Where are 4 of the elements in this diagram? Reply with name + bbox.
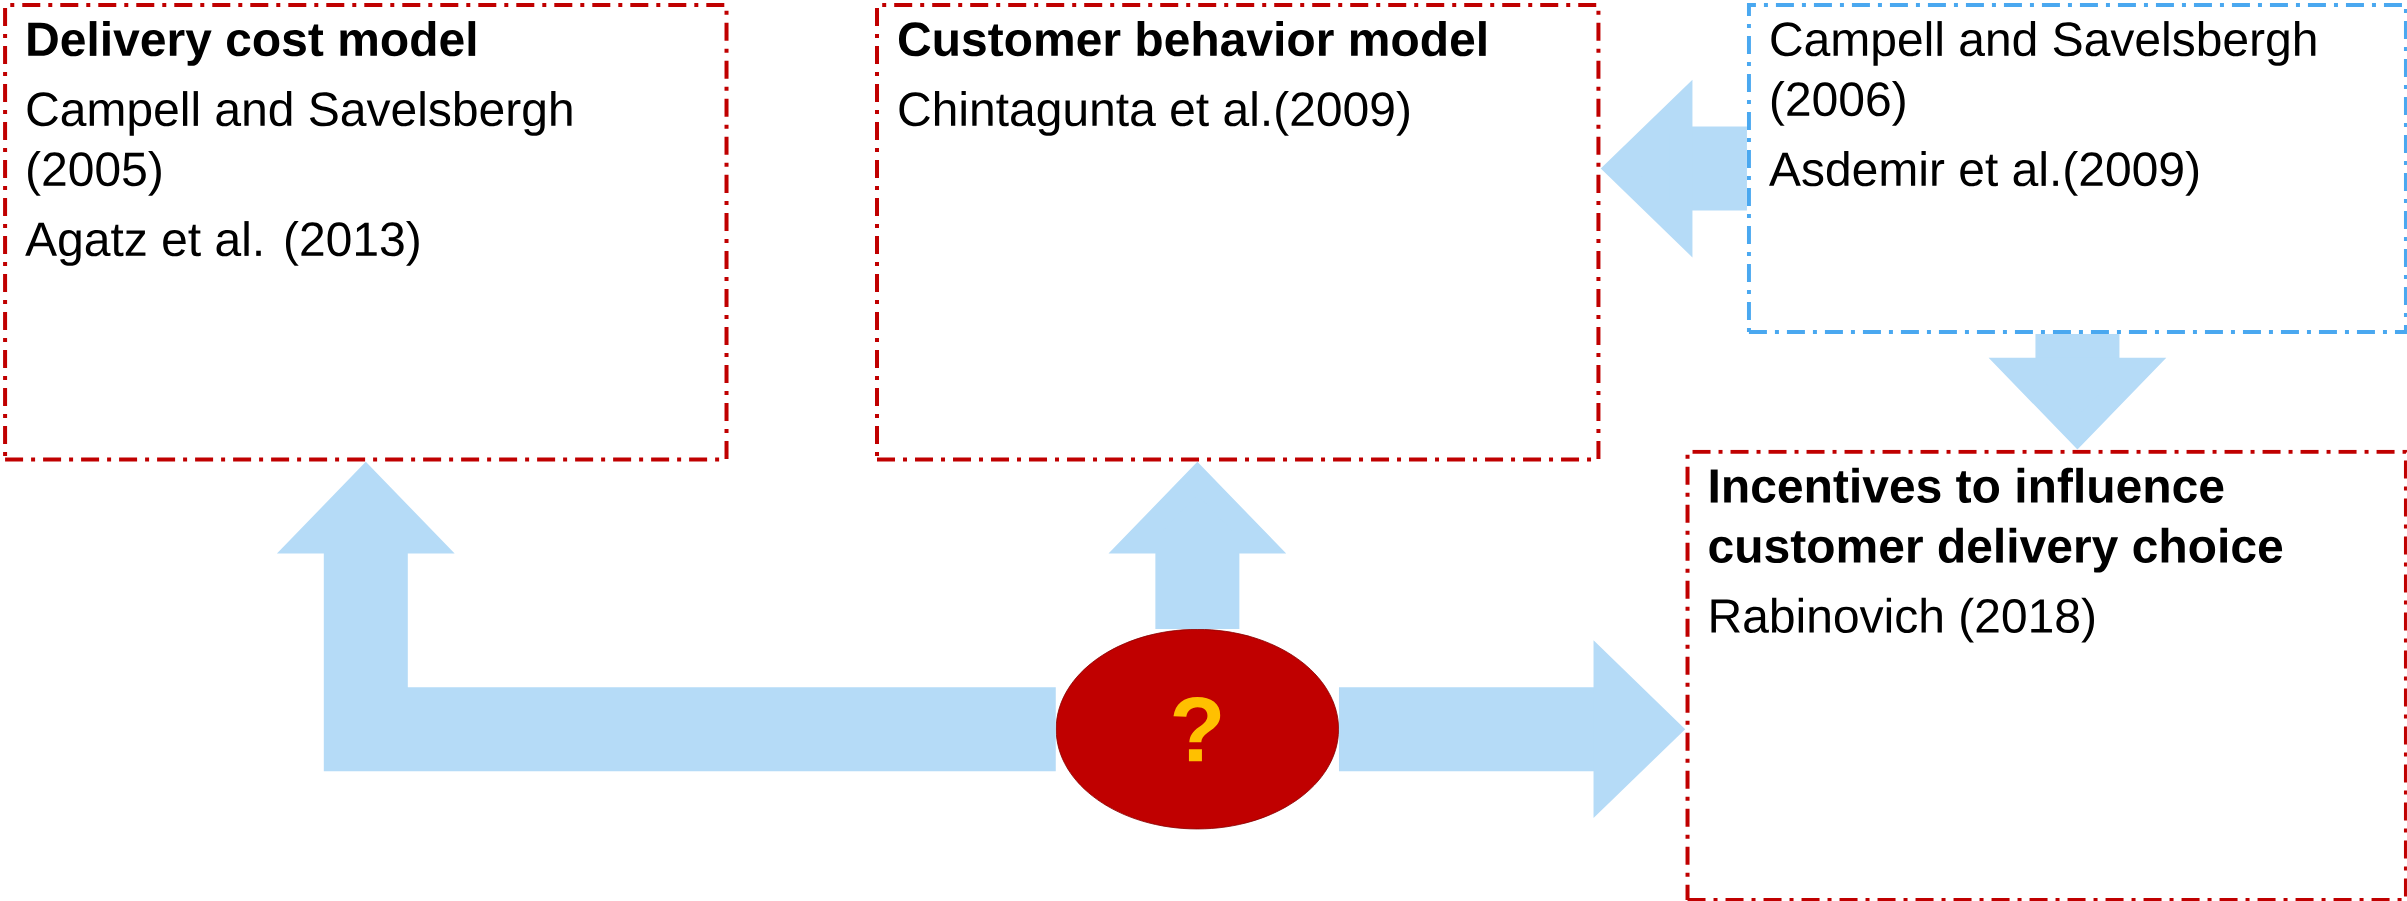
reference-box: Delivery cost model Campell and Savelsbergh (2005) Agatz et al. (2013) xyxy=(3,3,729,462)
reference-box: Incentives to influence customer delivery choice Rabinovich (2018) xyxy=(1685,449,2407,901)
reference-box: Customer behavior model Chintagunta et al.(2009) xyxy=(875,3,1601,462)
reference-box: Campell and Savelsbergh (2006) Asdemir et al.(2009) xyxy=(1746,3,2407,335)
